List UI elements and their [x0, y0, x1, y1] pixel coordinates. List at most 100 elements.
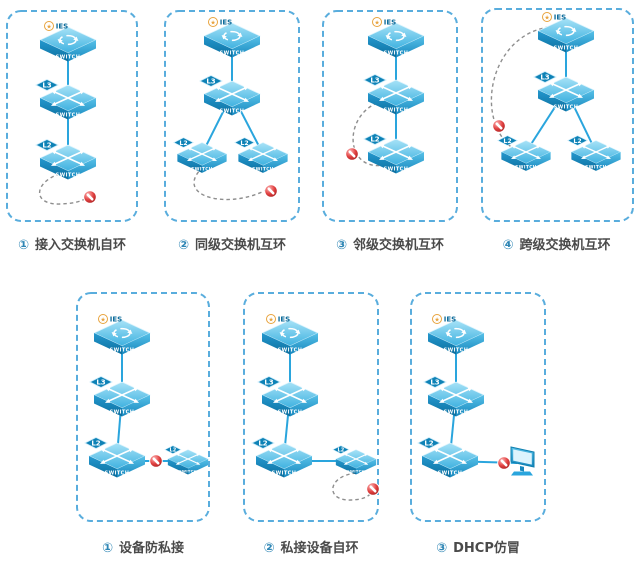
svg-text:L2: L2: [424, 440, 433, 448]
l2-switch-node: SWITCH L2: [173, 137, 228, 174]
svg-text:IES: IES: [56, 23, 68, 31]
prohibit-icon: [366, 482, 380, 496]
prohibit-icon: [497, 456, 511, 470]
switch-label: SWITCH: [444, 410, 469, 416]
switch-label: SWITCH: [384, 108, 409, 114]
panel-frame: [410, 292, 546, 522]
svg-text:★: ★: [46, 23, 51, 30]
switch-label: SWITCH: [110, 348, 135, 354]
switch-label: SWITCH: [515, 164, 537, 170]
star-icon: [266, 314, 276, 324]
l2-badge: L2: [497, 135, 518, 146]
switch-label: SWITCH: [554, 105, 579, 111]
ies-node: SWITCH ★ IES: [93, 314, 151, 356]
caption-text: 邻级交换机互环: [353, 238, 445, 253]
l3-switch-node: SWITCH L3: [423, 376, 485, 418]
l3-badge: L3: [35, 79, 59, 91]
l2-switch-node: SWITCH L2: [234, 137, 289, 174]
l3-badge: L3: [533, 71, 557, 83]
switch-label: SWITCH: [105, 471, 130, 477]
prohibit-icon: [264, 184, 278, 198]
l3-switch-node: SWITCH L3: [533, 71, 595, 113]
svg-text:L2: L2: [573, 138, 581, 145]
panel-frame: [322, 10, 458, 222]
star-icon: [372, 17, 382, 27]
caption-text: DHCP仿冒: [453, 541, 520, 556]
switch-label: SWITCH: [252, 166, 274, 172]
svg-text:L3: L3: [206, 78, 215, 86]
ies-badge: ★ IES: [372, 17, 396, 27]
pc-node: [510, 446, 535, 476]
star-icon: [208, 17, 218, 27]
svg-text:IES: IES: [278, 316, 290, 324]
caption-number: ①: [101, 541, 113, 556]
l2-badge: L2: [417, 437, 441, 449]
caption-text: 同级交换机互环: [195, 238, 287, 253]
svg-text:IES: IES: [444, 316, 456, 324]
svg-text:L3: L3: [42, 82, 51, 90]
l2-switch-node: SWITCH L2: [567, 135, 622, 172]
switch-label: SWITCH: [554, 46, 579, 52]
private-switch-node: SWITCH L2: [332, 445, 377, 476]
loop-paths: [39, 26, 550, 501]
switch-label: SWITCH: [191, 166, 213, 172]
caption-text: 私接设备自环: [280, 541, 359, 556]
caption-number: ③: [436, 541, 448, 556]
ies-node: SWITCH ★ IES: [367, 17, 425, 59]
l3-switch-node: SWITCH L3: [35, 79, 97, 121]
l2-badge: L2: [234, 137, 255, 148]
svg-text:L3: L3: [540, 74, 549, 82]
caption-text: 接入交换机自环: [35, 238, 127, 253]
l2-badge: L2: [84, 437, 108, 449]
svg-text:★: ★: [434, 316, 439, 323]
star-icon: [432, 314, 442, 324]
switch-label: SWITCH: [444, 348, 469, 354]
caption-access-self-loop: ① 接入交换机自环: [6, 234, 138, 253]
caption-text: 跨级交换机互环: [519, 238, 611, 253]
switch-label: SWITCH: [179, 469, 197, 473]
ies-badge: ★ IES: [44, 21, 68, 31]
switch-label: SWITCH: [585, 164, 607, 170]
caption-adjacent-loop: ③ 邻级交换机互环: [322, 234, 458, 253]
l3-badge: L3: [89, 376, 113, 388]
svg-text:L3: L3: [96, 379, 105, 387]
caption-cross-level-loop: ④ 跨级交换机互环: [481, 234, 632, 253]
l3-switch-node: SWITCH L3: [257, 376, 319, 418]
caption-number: ③: [335, 238, 347, 253]
prohibit-icon: [83, 190, 97, 204]
ies-badge: ★ IES: [542, 12, 566, 22]
svg-text:L2: L2: [240, 140, 248, 147]
caption-number: ①: [17, 238, 29, 253]
l2-badge: L2: [164, 445, 182, 454]
prohibit-icon: [149, 454, 163, 468]
switch-label: SWITCH: [278, 348, 303, 354]
adjacent-loop-path: [352, 99, 393, 167]
svg-text:★: ★: [100, 316, 105, 323]
cross-level-loop-path: [490, 26, 550, 150]
private-switch-node: SWITCH L2: [164, 445, 209, 476]
caption-text: 设备防私接: [119, 541, 185, 556]
svg-text:★: ★: [268, 316, 273, 323]
l3-switch-node: SWITCH L3: [199, 75, 261, 117]
svg-text:L2: L2: [258, 440, 267, 448]
ies-node: SWITCH ★ IES: [203, 17, 261, 59]
star-icon: [44, 21, 54, 31]
ies-badge: ★ IES: [432, 314, 456, 324]
svg-text:L2: L2: [338, 448, 345, 454]
caption-number: ④: [502, 238, 514, 253]
switch-label: SWITCH: [56, 55, 81, 61]
l2-switch-node: SWITCH L2: [363, 133, 425, 175]
l2-badge: L2: [35, 139, 59, 151]
svg-text:★: ★: [210, 19, 215, 26]
ies-badge: ★ IES: [208, 17, 232, 27]
ies-node: SWITCH ★ IES: [261, 314, 319, 356]
ies-badge: ★ IES: [98, 314, 122, 324]
l3-badge: L3: [257, 376, 281, 388]
l2-switch-node: SWITCH L2: [417, 437, 479, 479]
l2-badge: L2: [251, 437, 275, 449]
ies-badge: ★ IES: [266, 314, 290, 324]
peer-loop-path: [193, 166, 269, 201]
l3-badge: L3: [423, 376, 447, 388]
